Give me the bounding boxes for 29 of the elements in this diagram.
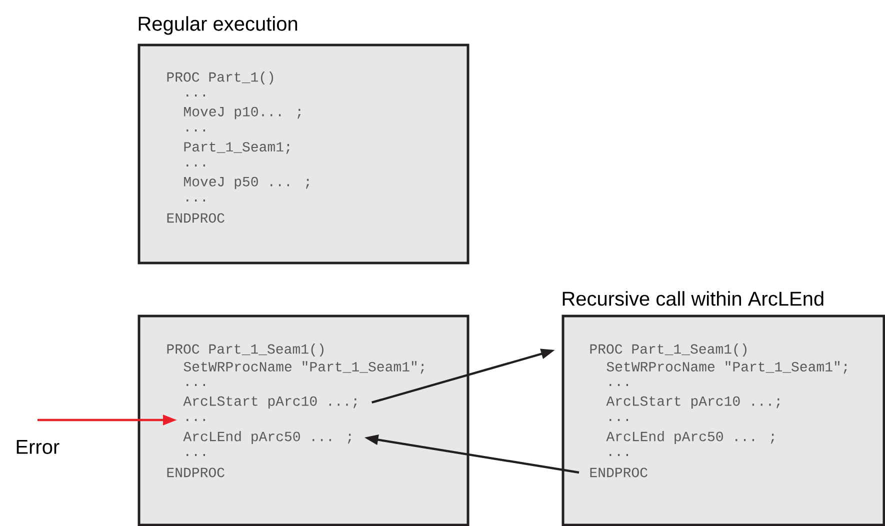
panel-heading: Recursive call within ArcLEnd [562,291,824,306]
error-label: Error [16,440,60,454]
code-line: SetWRProcName "Part_1_Seam1"; [606,361,847,374]
code-line: PROC Part_1() [167,71,274,85]
code-line: ... [186,384,205,386]
code-line: MoveJ p10... ; [184,106,301,120]
code-line: ENDPROC [590,468,648,478]
code-line: ... [186,164,205,167]
code-line: ENDPROC [167,213,224,223]
code-line: MoveJ p50 ... ; [184,176,309,190]
code-line: ENDPROC [167,468,224,478]
code-line: ... [186,94,205,97]
code-line: ... [186,454,205,456]
code-line: ... [610,418,628,422]
code-line: ... [186,129,205,132]
code-line: ArcLEnd pArc50 ... ; [606,430,774,444]
code-line: ... [610,454,628,456]
code-line: SetWRProcName "Part_1_Seam1"; [184,361,424,374]
code-line: Part_1_Seam1; [184,142,290,154]
code-line: ... [186,199,205,202]
code-line: PROC Part_1_Seam1() [590,343,746,357]
code-line: PROC Part_1_Seam1() [167,343,324,357]
code-line: ... [186,418,205,422]
code-line: ... [610,384,628,386]
code-line: ArcLStart pArc10 ...; [606,396,780,409]
code-panel [138,314,470,526]
code-line: ArcLStart pArc10 ...; [183,396,357,409]
panel-heading: Regular execution [138,16,298,35]
code-line: ArcLEnd pArc50 ... ; [183,430,351,444]
